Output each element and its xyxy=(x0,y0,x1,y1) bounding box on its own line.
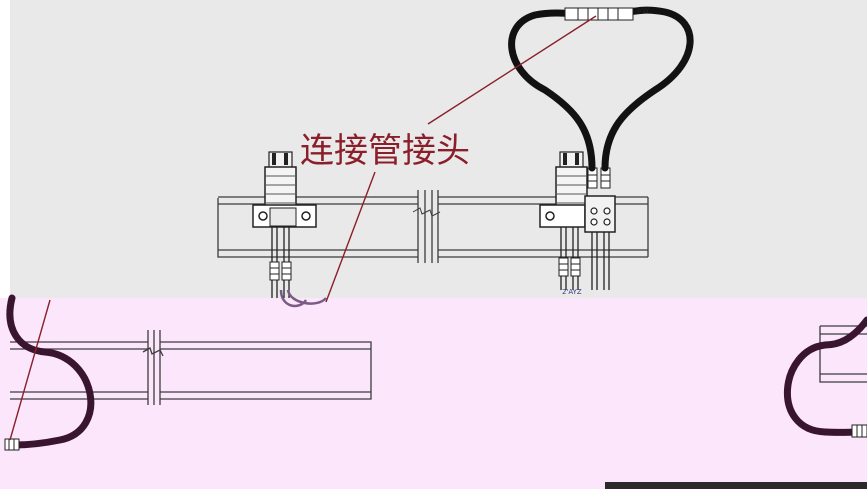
right-clamp-assembly xyxy=(539,151,616,290)
bottom-right-dark-edge xyxy=(605,482,867,489)
lower-right-fitting xyxy=(851,424,867,438)
connector-tag: ⊕W xyxy=(636,7,649,15)
hose-loop xyxy=(508,6,694,172)
lower-left-hose xyxy=(6,294,95,449)
beam-break-marks xyxy=(412,207,441,217)
left-hose-fittings xyxy=(269,261,292,281)
top-left-white-gap xyxy=(0,0,10,298)
top-panel-background xyxy=(0,0,867,298)
lower-left-fitting xyxy=(4,438,20,451)
upper-beam-right xyxy=(431,190,649,263)
callout-label: 连接管接头 xyxy=(300,131,470,171)
hose-loop-connector xyxy=(564,7,634,21)
lower-right-beam xyxy=(819,325,867,383)
right-hose-fittings xyxy=(558,167,611,277)
short-hose-loop xyxy=(279,289,327,308)
upper-beam-left xyxy=(217,190,426,263)
left-clamp-assembly xyxy=(252,151,317,298)
callout-leader-lines xyxy=(325,15,597,303)
bottom-panel-background xyxy=(0,298,867,489)
lower-left-leader-line xyxy=(9,299,51,441)
lower-right-hose xyxy=(784,316,867,436)
small-connector-tag: 2'AYZ xyxy=(562,288,582,296)
lower-beam xyxy=(10,330,372,405)
